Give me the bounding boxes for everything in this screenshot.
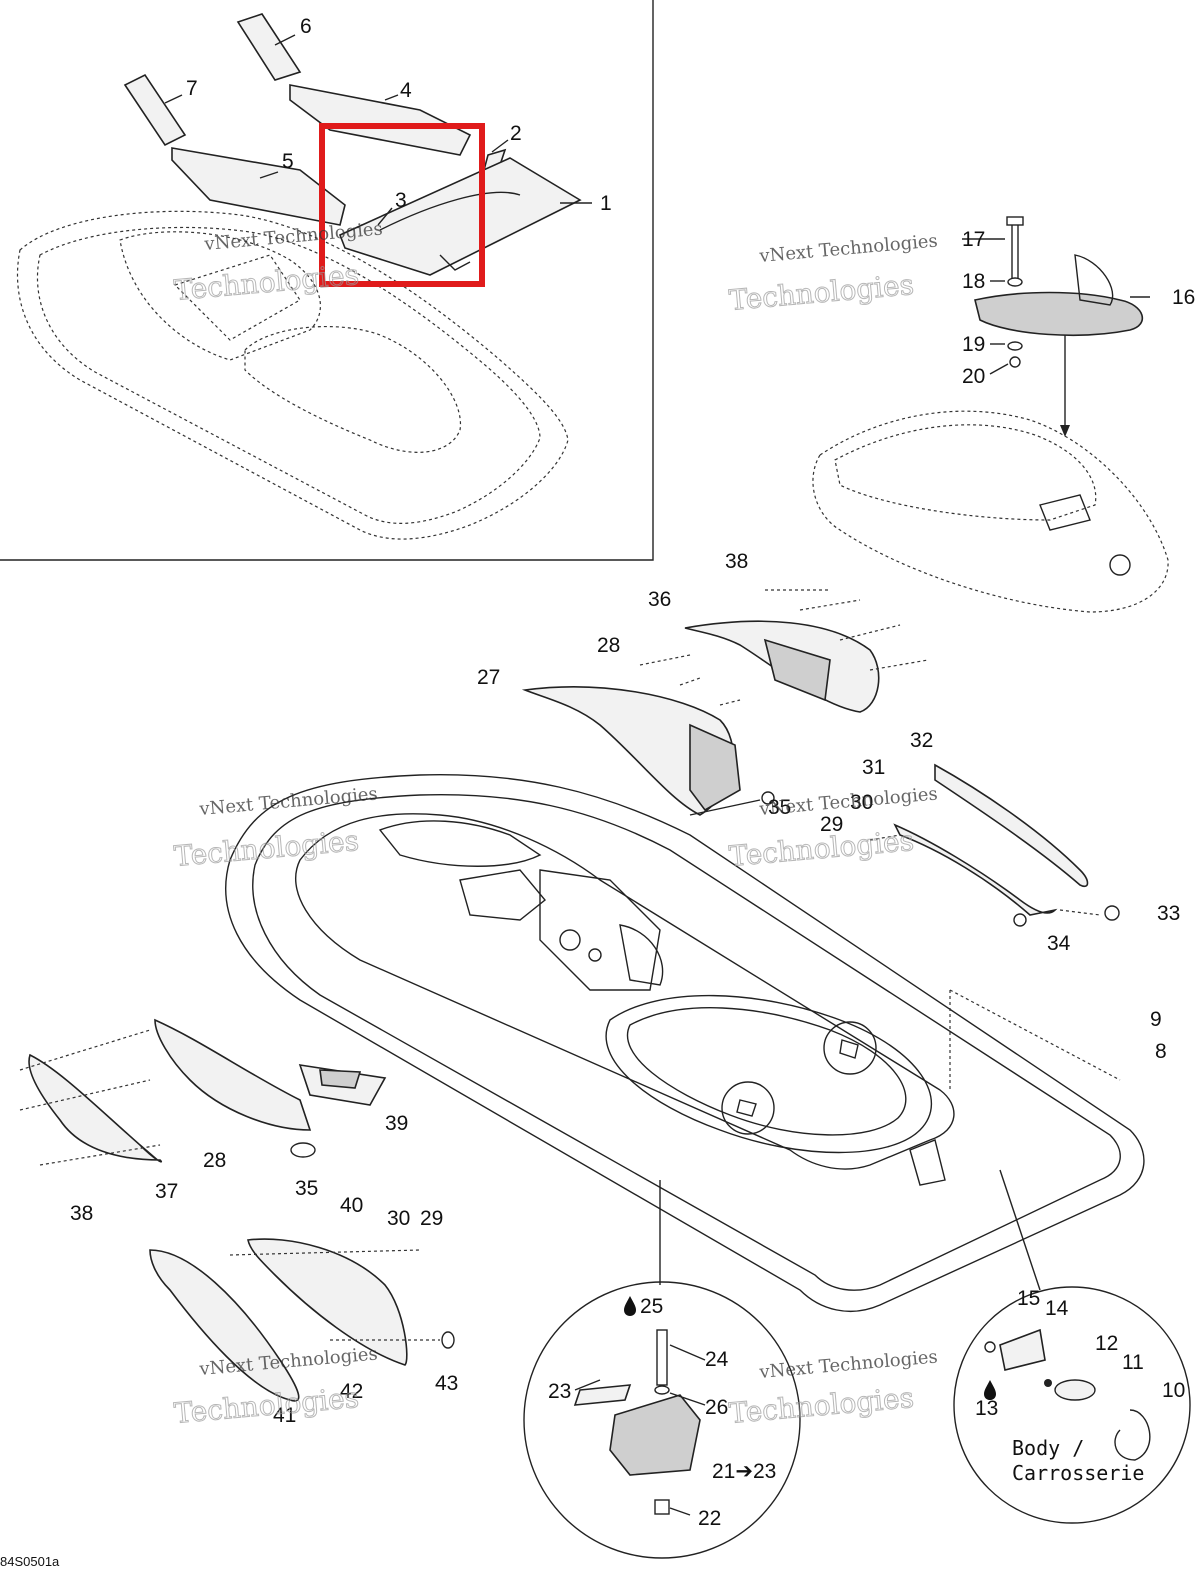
callout-23: 23	[548, 1380, 571, 1403]
callout-4: 4	[400, 79, 412, 102]
callout-25: 25	[640, 1295, 663, 1318]
body-label-fr: Carrosserie	[1012, 1461, 1144, 1485]
callout-36: 36	[648, 588, 671, 611]
main-hull	[225, 773, 1145, 1312]
callout-9: 9	[1150, 1008, 1162, 1031]
watermark-line-2: Technologies	[728, 824, 915, 873]
callout-37: 37	[155, 1180, 178, 1203]
callout-29-repeat: 29	[420, 1207, 443, 1230]
callout-6: 6	[300, 15, 312, 38]
decal-6	[236, 13, 302, 81]
watermark-line-2: Technologies	[728, 1381, 915, 1430]
callout-12: 12	[1095, 1332, 1118, 1355]
callout-8: 8	[1155, 1040, 1167, 1063]
callout-18: 18	[962, 270, 985, 293]
inset-hull	[16, 210, 569, 540]
callout-2: 2	[510, 122, 522, 145]
callout-22: 22	[698, 1507, 721, 1530]
decal-1	[338, 157, 582, 276]
callout-13: 13	[975, 1397, 998, 1420]
callout-38-repeat: 38	[70, 1202, 93, 1225]
inset-frame	[0, 0, 654, 561]
callout-5: 5	[282, 150, 294, 173]
watermark-line-2: Technologies	[173, 824, 360, 873]
decal-5	[171, 147, 346, 226]
callout-3: 3	[395, 189, 407, 212]
callout-42: 42	[340, 1380, 363, 1403]
panels-lower	[149, 1238, 455, 1402]
callout-39: 39	[385, 1112, 408, 1135]
callout-27: 27	[477, 666, 500, 689]
callout-10: 10	[1162, 1379, 1185, 1402]
callout-1: 1	[600, 192, 612, 215]
watermark-line-2: Technologies	[173, 1381, 360, 1430]
watermark-line-1: vNext Technologies	[198, 783, 379, 820]
callout-20: 20	[962, 365, 985, 388]
callout-31: 31	[862, 756, 885, 779]
seat-assembly	[812, 216, 1169, 613]
callout-7: 7	[186, 77, 198, 100]
body-label: Body /	[1012, 1436, 1084, 1460]
callout-32: 32	[910, 729, 933, 752]
decal-7	[123, 73, 187, 147]
callout-24: 24	[705, 1348, 729, 1371]
highlight-box	[319, 123, 485, 287]
callout-41: 41	[273, 1404, 296, 1427]
watermark-line-2: Technologies	[728, 268, 915, 317]
callout-11: 11	[1122, 1351, 1144, 1374]
callout-35-repeat: 35	[295, 1177, 318, 1200]
callout-28-repeat: 28	[203, 1149, 226, 1172]
watermark-line-1: vNext Technologies	[758, 230, 939, 267]
watermark-line-2: Technologies	[173, 258, 360, 307]
callout-15: 15	[1017, 1287, 1040, 1310]
callout-34: 34	[1047, 932, 1071, 955]
detail-circle-left	[523, 1180, 801, 1559]
decal-4	[289, 84, 472, 156]
inset-leaders	[164, 34, 592, 226]
callout-43: 43	[435, 1372, 458, 1395]
callout-40: 40	[340, 1194, 363, 1217]
watermark-line-1: vNext Technologies	[758, 783, 939, 820]
panels-rear	[521, 589, 929, 816]
callout-30-repeat: 30	[387, 1207, 410, 1230]
callout-30: 30	[850, 791, 873, 814]
callout-26: 26	[705, 1396, 728, 1419]
drawing-code: 84S0501a	[0, 1554, 60, 1569]
callout-29: 29	[820, 813, 843, 836]
callout-19: 19	[962, 333, 985, 356]
callout-35: 35	[768, 796, 791, 819]
panels-left	[19, 1018, 387, 1166]
drop-icon-25	[624, 1296, 636, 1316]
inset-decals	[123, 13, 582, 276]
callout-33: 33	[1157, 902, 1180, 925]
callout-21-23: 21➔23	[712, 1460, 776, 1483]
callout-28: 28	[597, 634, 620, 657]
panels-right	[869, 763, 1120, 927]
callout-labels: 1 2 3 4 5 6 7 8 9 10 11 12 13 14 15 16 1…	[70, 15, 1195, 1530]
callout-14: 14	[1045, 1297, 1069, 1320]
watermark-line-1: vNext Technologies	[758, 1346, 939, 1383]
drop-icon-13	[984, 1380, 996, 1400]
callout-16: 16	[1172, 286, 1195, 309]
detail-circle-right	[953, 1169, 1191, 1524]
callout-17: 17	[962, 228, 985, 251]
callout-38: 38	[725, 550, 748, 573]
